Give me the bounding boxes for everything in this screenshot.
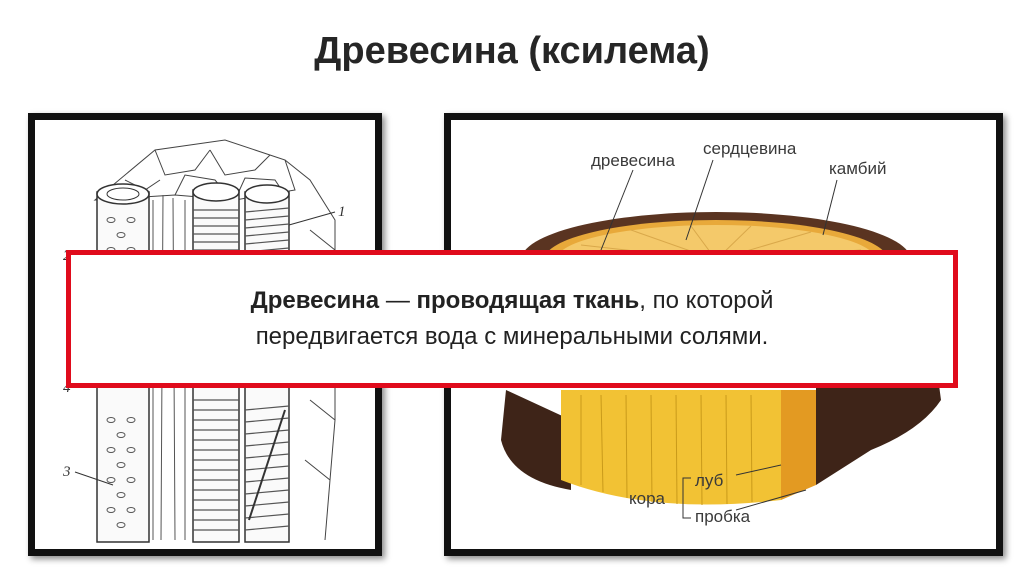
label-wood: древесина bbox=[591, 151, 676, 170]
figure-number-3: 3 bbox=[62, 464, 71, 480]
bark-side-left bbox=[501, 390, 571, 490]
figure-number-4: 4 bbox=[63, 380, 71, 396]
leader-line-3 bbox=[74, 471, 114, 486]
slide-title: Древесина (ксилема) bbox=[314, 30, 710, 72]
leader-line-1 bbox=[288, 211, 336, 226]
definition-line-2: передвигается вода с минеральными солями… bbox=[255, 323, 769, 350]
figure-number-1: 1 bbox=[338, 204, 346, 220]
wood-side bbox=[561, 390, 781, 505]
label-leaders bbox=[600, 159, 838, 519]
label-phloem: луб bbox=[695, 471, 724, 490]
bark-side-right bbox=[816, 385, 941, 485]
definition-dash: — bbox=[379, 287, 417, 314]
cambium-side bbox=[781, 390, 816, 500]
definition-term: Древесина bbox=[250, 287, 380, 314]
definition-bold-phrase: проводящая ткань bbox=[416, 287, 640, 314]
definition-rest: , по которой bbox=[639, 287, 774, 314]
label-cambium: камбий bbox=[829, 159, 887, 178]
label-cork: пробка bbox=[695, 507, 751, 526]
label-bark: кора bbox=[629, 489, 666, 508]
definition-callout: Древесина — проводящая ткань, по которой… bbox=[66, 250, 958, 388]
label-pith: сердцевина bbox=[703, 139, 797, 158]
wood-grain bbox=[580, 394, 753, 506]
definition-line-1: Древесина — проводящая ткань, по которой bbox=[251, 283, 774, 319]
